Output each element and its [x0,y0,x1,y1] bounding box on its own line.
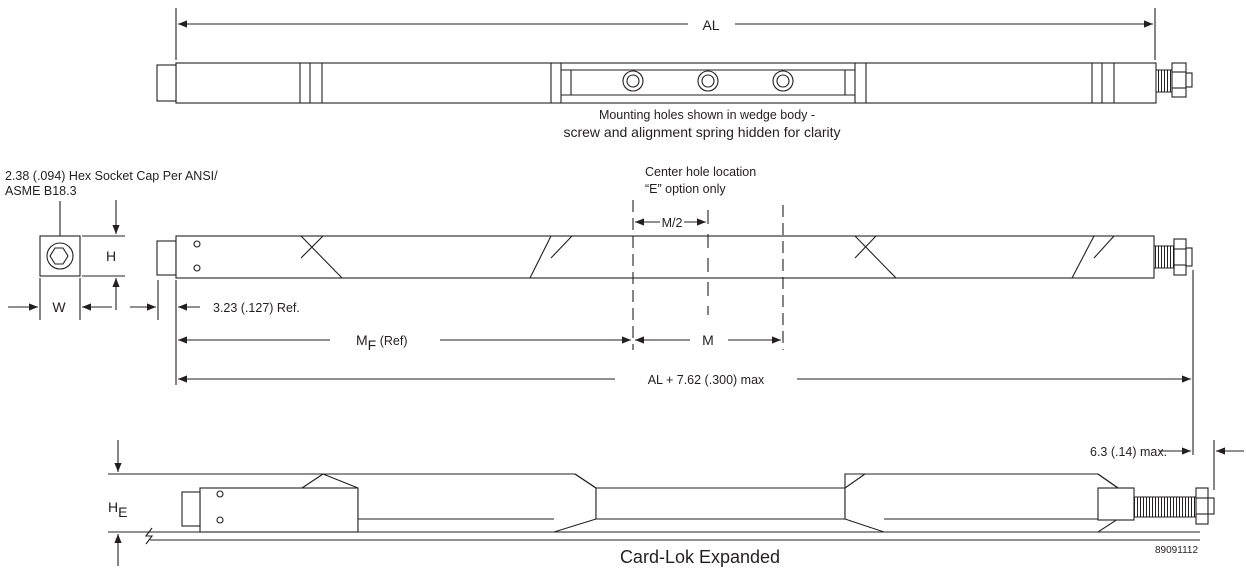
mf-label-suffix: (Ref) [376,334,407,348]
mf-label-sub: F [368,337,377,353]
mf-label: MF (Ref) [356,332,407,353]
side-screw-thread [1153,245,1175,269]
hex-note-line2: ASME B18.3 [5,184,77,198]
stroke-label: 6.3 (.14) max. [1090,445,1167,459]
mounting-note-line1: Mounting holes shown in wedge body - [599,108,815,122]
al-label: AL [702,17,719,33]
center-hole-line2: “E” option only [645,182,726,196]
top-view: AL Mounting h [156,8,1193,140]
h-label: H [106,248,116,264]
m-label: M [702,332,714,348]
m2-label: M/2 [662,216,683,230]
side-body [175,235,1155,279]
top-screw-thread [1155,69,1173,93]
side-view: 2.38 (.094) Hex Socket Cap Per ANSI/ ASM… [5,165,1194,455]
he-label-main: H [108,499,118,515]
mounting-hole-icon [772,70,794,92]
exp-wedge-1 [322,473,597,533]
exp-seg-1 [199,487,359,533]
ref-label: 3.23 (.127) Ref. [213,301,300,315]
exp-wedge-2 [844,473,1119,533]
mounting-note-line2: screw and alignment spring hidden for cl… [563,124,840,140]
break-mark-icon [144,527,154,545]
total-label: AL + 7.62 (.300) max [648,373,765,387]
part-number: 89091112 [1155,545,1198,556]
mounting-hole-icon [622,70,644,92]
expanded-view: 6.3 (.14) max. HE Car [108,440,1244,567]
expanded-caption: Card-Lok Expanded [620,547,780,567]
top-body [175,62,1157,104]
exp-screw-thread [1133,496,1197,518]
center-hole-line1: Center hole location [645,165,756,179]
top-nut [1171,62,1187,98]
w-label: W [52,299,66,315]
exp-end-cap [181,491,201,527]
mf-label-main: M [356,332,368,348]
mounting-hole-icon [697,70,719,92]
side-end-cap [156,240,177,276]
exp-seg-2 [595,487,846,520]
exp-seg-3 [1097,487,1135,521]
hex-socket-icon [49,247,69,265]
top-end-cap [156,64,177,102]
he-label: HE [108,499,127,520]
hex-note-line1: 2.38 (.094) Hex Socket Cap Per ANSI/ [5,169,218,183]
side-nut [1173,238,1187,276]
exp-nut [1195,487,1209,525]
he-label-sub: E [118,504,127,520]
end-view-circle [46,242,74,270]
end-view-square [39,235,81,277]
